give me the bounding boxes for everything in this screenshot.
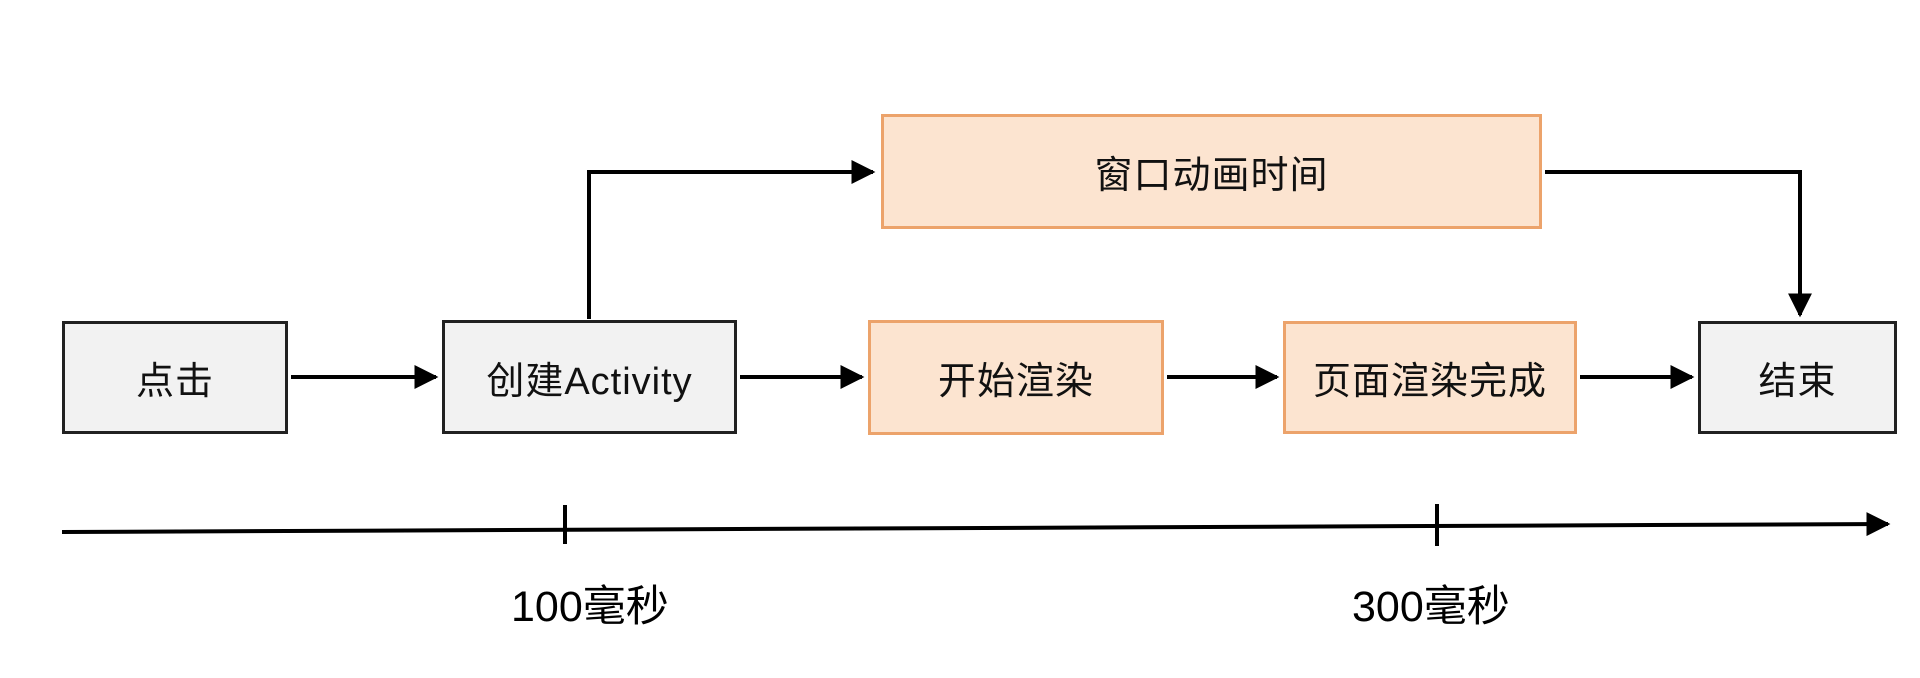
edge-window-animation-to-end: [1545, 170, 1812, 318]
node-render-complete-label: 页面渲染完成: [1312, 361, 1547, 403]
node-window-animation-label: 窗口动画时间: [1094, 155, 1329, 197]
node-click: 点击: [62, 321, 288, 434]
node-render-complete: 页面渲染完成: [1283, 321, 1577, 434]
timeline-label-100ms: 100毫秒: [511, 583, 669, 631]
node-start-render: 开始渲染: [868, 320, 1164, 435]
node-window-animation: 窗口动画时间: [881, 114, 1542, 229]
timeline-label-300ms: 300毫秒: [1352, 583, 1510, 631]
node-start-render-label: 开始渲染: [937, 361, 1094, 403]
node-end-label: 结束: [1758, 361, 1837, 403]
node-create-activity-label: 创建Activity: [486, 360, 693, 403]
edge-create-activity-to-window-animation: [587, 160, 876, 319]
node-create-activity: 创建Activity: [442, 320, 737, 434]
node-click-label: 点击: [135, 361, 214, 403]
node-end: 结束: [1698, 321, 1897, 434]
timeline-axis: [61, 512, 1891, 537]
